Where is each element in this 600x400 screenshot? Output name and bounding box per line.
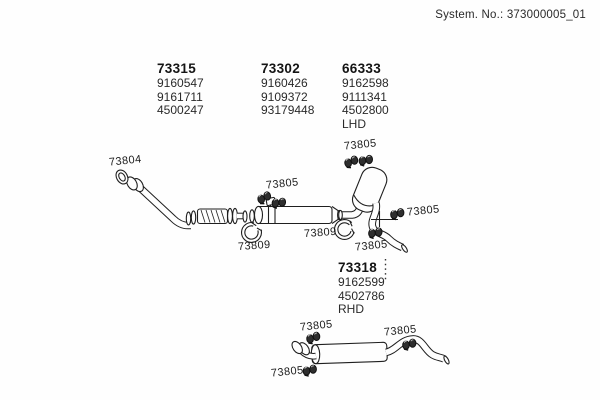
part-ref: 93179448 [261, 103, 315, 118]
part-number: 73318 [338, 260, 378, 275]
rear-muffler-rhd [291, 335, 450, 365]
part-ref: 9162599 [338, 274, 385, 289]
part-ref: 9111341 [342, 89, 387, 104]
variant-label: RHD [338, 302, 364, 317]
part-ref: 9161711 [157, 89, 203, 104]
rubber-mount-lhd-top-1-icon [343, 154, 360, 170]
part-group-73318: 73318 9162599 4502786 RHD [338, 261, 385, 317]
clamp-right-icon [334, 218, 356, 240]
part-number: 66333 [342, 61, 382, 76]
variant-label: LHD [342, 117, 367, 132]
front-down-pipe [115, 169, 191, 230]
gasket-ring [115, 169, 129, 185]
rubber-mount-rhd-top-left-icon [305, 331, 322, 345]
part-ref: 9160547 [157, 75, 204, 90]
part-ref: 9162598 [342, 75, 389, 90]
callout-clamp-right-73809: 73809 [303, 225, 337, 241]
front-flange [126, 176, 144, 193]
part-number: 73315 [157, 61, 197, 76]
flex-pipe-section [185, 207, 248, 226]
part-number: 73302 [261, 61, 301, 76]
part-ref: 9160426 [261, 75, 308, 90]
center-resonator [249, 196, 342, 225]
rubber-mount-lhd-right-icon [390, 207, 405, 221]
part-ref: 9109372 [261, 89, 308, 104]
part-group-73315: 73315 9160547 9161711 4500247 [157, 62, 204, 118]
callout-clamp-left-73809: 73809 [237, 238, 271, 254]
rubber-mount-lhd-top-2-icon [358, 153, 374, 168]
part-ref: 4502800 [342, 103, 389, 118]
rhd-inlet-flange [291, 340, 310, 356]
part-group-73302: 73302 9160426 9109372 93179448 [261, 62, 314, 118]
rubber-mount-rhd-bottom-left-icon [302, 364, 318, 377]
system-number: System. No.: 373000005_01 [435, 9, 586, 21]
part-ref: 4502786 [338, 288, 385, 303]
part-ref: 4500247 [157, 103, 204, 118]
part-group-66333: 66333 9162598 9111341 4502800 LHD [342, 62, 389, 132]
